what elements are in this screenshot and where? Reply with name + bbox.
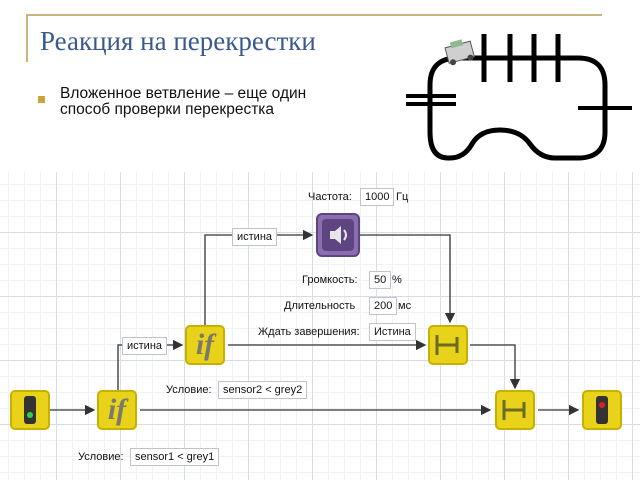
frequency-field[interactable]: 1000 (360, 188, 395, 206)
frequency-unit: Гц (396, 191, 409, 203)
inner-condition-field[interactable]: sensor2 < grey2 (218, 381, 308, 399)
inner-condition-label: Условие: (166, 384, 212, 396)
merge-icon (502, 400, 526, 420)
robot-icon (444, 39, 475, 66)
merge-block-outer[interactable] (495, 390, 535, 430)
slide-frame-top (26, 14, 602, 16)
slide-frame-left (26, 14, 28, 62)
bullet-marker (38, 96, 45, 103)
if-icon: if (107, 393, 127, 426)
track-illustration (406, 34, 632, 161)
branch-true-label: истина (122, 337, 168, 355)
merge-icon (435, 335, 459, 355)
if-block-outer[interactable]: if (97, 390, 137, 430)
outer-condition-field[interactable]: sensor1 < grey1 (130, 448, 220, 466)
sound-block[interactable] (316, 213, 360, 257)
volume-label: Громкость: (302, 274, 358, 286)
duration-field[interactable]: 200 (369, 297, 398, 315)
merge-block-inner[interactable] (428, 325, 468, 365)
speaker-icon (322, 219, 354, 251)
traffic-light-icon (24, 396, 36, 424)
wire-sound-to-merge (360, 234, 456, 324)
wait-label: Ждать завершения: (258, 326, 360, 338)
stop-block[interactable] (582, 390, 622, 430)
wait-field[interactable]: Истина (369, 323, 416, 341)
duration-label: Длительность (284, 300, 356, 312)
bullet-text: Вложенное ветвление – еще один способ пр… (60, 85, 307, 118)
frequency-label: Частота: (308, 191, 352, 203)
start-block[interactable] (10, 390, 50, 430)
track-loop (427, 55, 608, 161)
duration-unit: мс (398, 300, 412, 312)
volume-field[interactable]: 50 (369, 271, 392, 289)
wire-merge-to-merge (470, 344, 521, 390)
volume-unit: % (392, 274, 402, 286)
slide-title: Реакция на перекрестки (40, 26, 316, 56)
if-block-inner[interactable]: if (185, 325, 225, 365)
if-icon: if (195, 328, 215, 361)
traffic-light-icon (596, 396, 608, 424)
outer-condition-label: Условие: (78, 451, 124, 463)
inner-branch-true-label: истина (232, 228, 278, 246)
